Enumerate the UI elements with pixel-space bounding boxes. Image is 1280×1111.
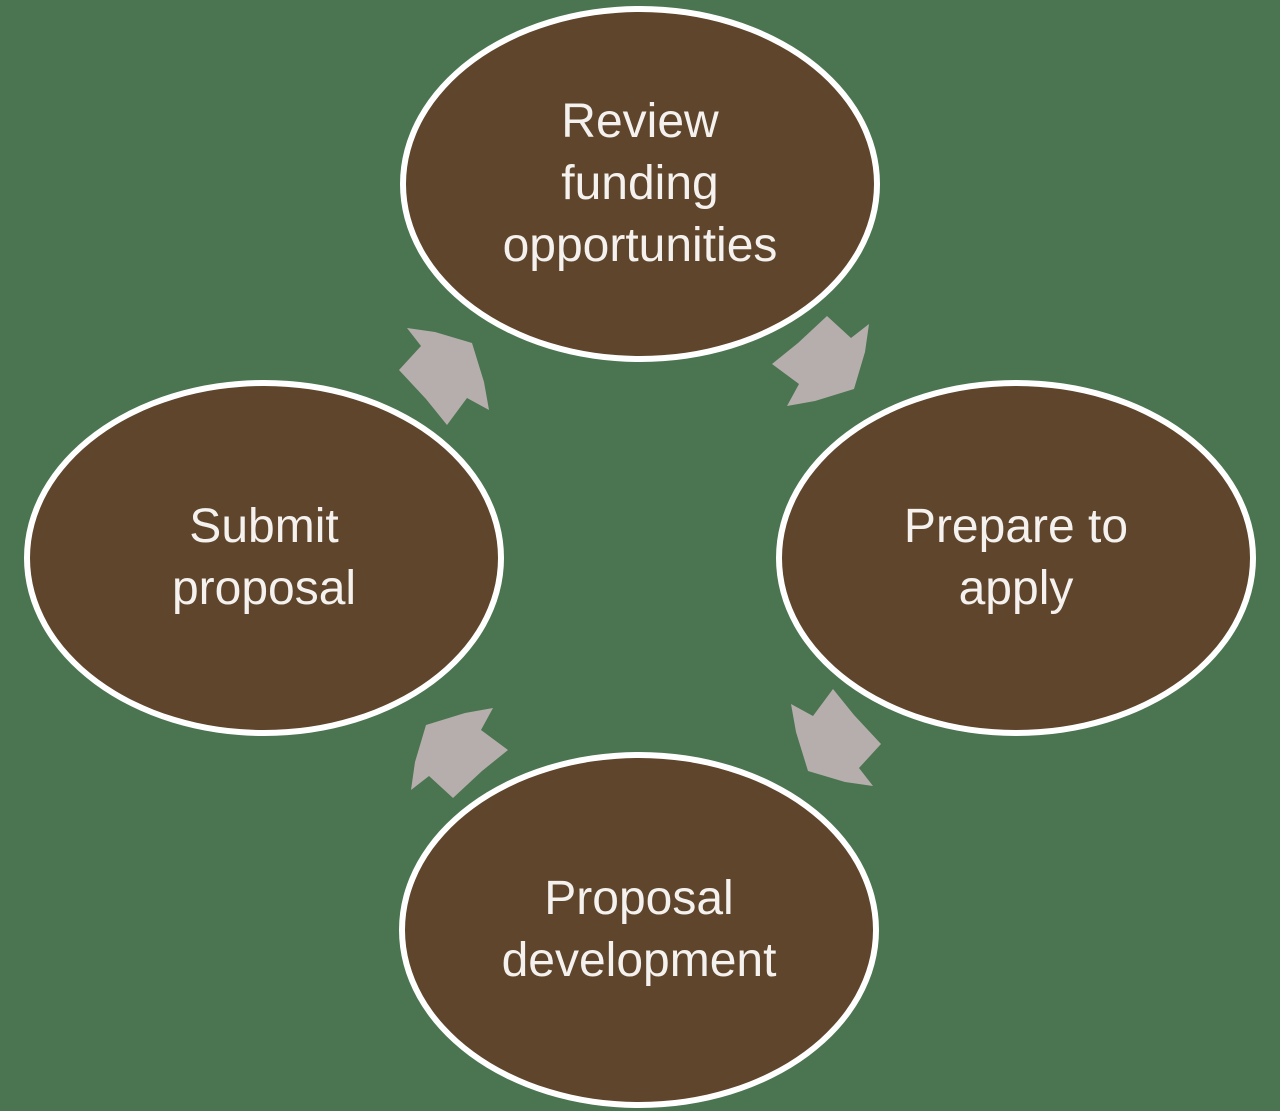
node-label: Proposal development <box>502 868 777 992</box>
node-label-line: proposal <box>171 562 357 615</box>
node-prepare-to-apply: Prepare to apply <box>776 380 1256 736</box>
node-label-line: Proposal <box>544 872 734 925</box>
node-label-line: opportunities <box>502 219 778 272</box>
node-label-line: Submit <box>189 500 339 553</box>
node-label-line: Prepare to <box>903 500 1129 553</box>
node-label: Review funding opportunities <box>503 91 778 277</box>
node-label-line: Review <box>561 95 719 148</box>
arrow-submit-to-review-icon <box>399 328 489 425</box>
node-label-line: apply <box>958 562 1074 615</box>
node-label: Submit proposal <box>172 496 356 620</box>
node-proposal-development: Proposal development <box>399 752 879 1108</box>
node-label-line: development <box>501 934 777 987</box>
node-submit-proposal: Submit proposal <box>24 380 504 736</box>
node-label: Prepare to apply <box>904 496 1128 620</box>
arrow-development-to-submit-icon <box>411 708 508 798</box>
node-review-funding-opportunities: Review funding opportunities <box>400 6 880 362</box>
node-label-line: funding <box>561 157 719 210</box>
arrow-prepare-to-development-icon <box>791 689 881 786</box>
arrow-review-to-prepare-icon <box>772 316 869 406</box>
